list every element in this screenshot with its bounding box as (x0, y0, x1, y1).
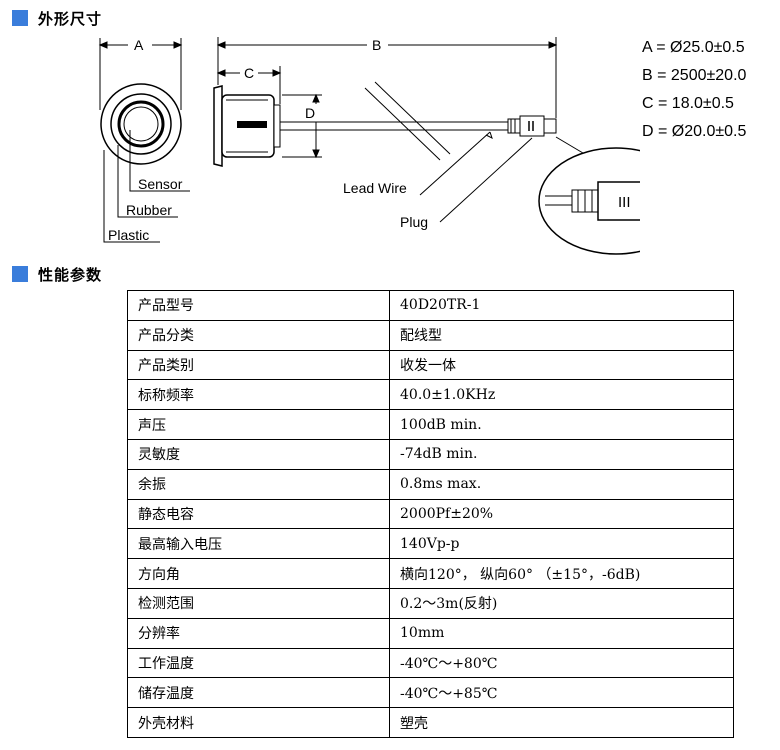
table-row: 产品分类配线型 (127, 319, 734, 351)
table-row: 方向角横向120°， 纵向60° （±15°，-6dB) (127, 558, 734, 589)
sensor-label: Sensor (138, 176, 183, 192)
param-value-cell: -74dB min. (389, 438, 734, 470)
param-value-cell: 140Vp-p (389, 528, 734, 560)
param-value-cell: 0.8ms max. (389, 468, 734, 500)
dimensions-section-header: 外形尺寸 (12, 8, 102, 28)
dimension-values: A = Ø25.0±0.5 B = 2500±20.0 C = 18.0±0.5… (642, 34, 746, 146)
param-value-cell: -40℃～+85℃ (389, 677, 734, 709)
param-name-cell: 标称频率 (127, 379, 390, 411)
param-value-cell: 10mm (389, 617, 734, 649)
param-value-cell: 横向120°， 纵向60° （±15°，-6dB) (389, 558, 734, 589)
param-value-cell: 塑壳 (389, 707, 734, 738)
param-value-cell: 2000Pf±20% (389, 498, 734, 530)
param-name-cell: 外壳材料 (127, 707, 390, 738)
table-row: 产品类别收发一体 (127, 349, 734, 381)
param-name-cell: 余振 (127, 468, 390, 500)
dimension-d-label: D (305, 105, 315, 121)
param-value-cell: 40D20TR-1 (389, 290, 734, 321)
dimension-d-value: D = Ø20.0±0.5 (642, 123, 747, 140)
param-value-cell: 0.2～3m(反射) (389, 587, 734, 619)
leader-lines (103, 130, 190, 243)
table-row: 储存温度-40℃～+85℃ (127, 677, 734, 709)
performance-title: 性能参数 (38, 265, 103, 284)
param-name-cell: 检测范围 (127, 587, 390, 619)
param-name-cell: 产品分类 (127, 319, 390, 351)
table-row: 灵敏度-74dB min. (127, 438, 734, 470)
dimension-a-label: A (134, 37, 144, 53)
cable (280, 81, 508, 161)
connector-mark: III (618, 194, 631, 211)
rubber-label: Rubber (126, 202, 172, 218)
param-name-cell: 声压 (127, 409, 390, 440)
dimension-d (282, 93, 322, 159)
param-name-cell: 储存温度 (127, 677, 390, 709)
dimension-b-value: B = 2500±20.0 (642, 67, 747, 84)
dimension-a (98, 38, 183, 110)
sensor-side-view (213, 85, 281, 167)
dimension-c-value: C = 18.0±0.5 (642, 95, 734, 112)
callout-lines (419, 131, 533, 223)
param-value-cell: 40.0±1.0KHz (389, 379, 734, 411)
param-name-cell: 最高输入电压 (127, 528, 390, 560)
table-row: 外壳材料塑壳 (127, 707, 734, 738)
param-value-cell: -40℃～+80℃ (389, 647, 734, 679)
param-name-cell: 静态电容 (127, 498, 390, 530)
dimension-c (216, 66, 282, 104)
param-name-cell: 产品型号 (127, 290, 390, 321)
param-name-cell: 灵敏度 (127, 438, 390, 470)
dimension-b-label: B (372, 37, 381, 53)
plastic-label: Plastic (108, 227, 149, 243)
dimension-b (216, 37, 558, 118)
plug-detail-zoom (538, 147, 640, 255)
param-name-cell: 方向角 (127, 558, 390, 589)
performance-section-header: 性能参数 (12, 264, 102, 284)
section-square-icon (12, 10, 28, 26)
param-name-cell: 产品类别 (127, 349, 390, 381)
param-value-cell: 收发一体 (389, 349, 734, 381)
param-name-cell: 分辨率 (127, 617, 390, 649)
section-square-icon (12, 266, 28, 282)
plug-label: Plug (400, 214, 428, 230)
param-value-cell: 配线型 (389, 319, 734, 351)
dimension-diagram: A Sensor Rubber Plastic (98, 37, 640, 255)
param-value-cell: 100dB min. (389, 409, 734, 440)
dimension-a-value: A = Ø25.0±0.5 (642, 39, 745, 56)
table-row: 工作温度-40℃～+80℃ (127, 647, 734, 679)
dimensions-title: 外形尺寸 (38, 9, 103, 28)
sensor-front-view (100, 83, 182, 165)
param-name-cell: 工作温度 (127, 647, 390, 679)
lead-wire-label: Lead Wire (343, 180, 407, 196)
plug-small (507, 115, 557, 137)
dimension-c-label: C (244, 65, 254, 81)
